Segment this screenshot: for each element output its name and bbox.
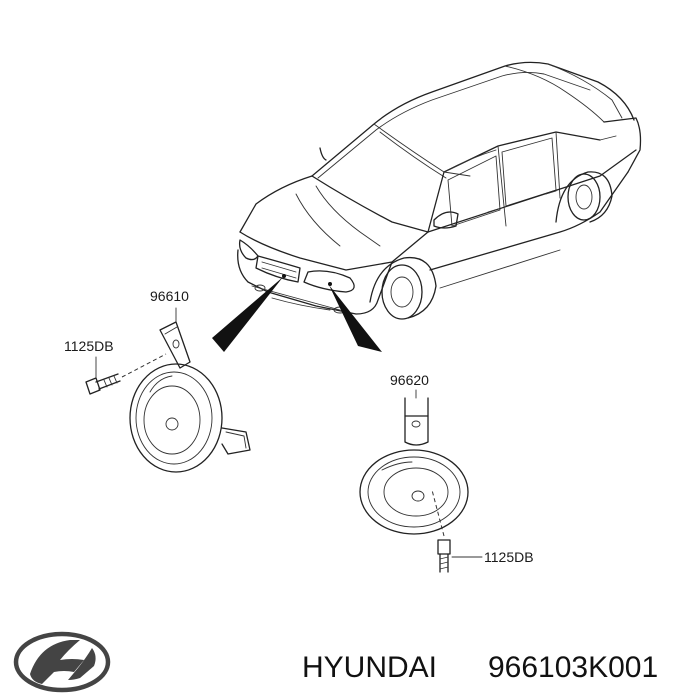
footer-brand: HYUNDAI <box>302 651 437 684</box>
leader-wedge-right <box>329 285 382 352</box>
leader-wedge-left <box>212 277 283 352</box>
callout-label-1125db-right: 1125DB <box>484 549 534 565</box>
car-illustration <box>237 61 642 320</box>
bolt-left-icon <box>85 373 121 395</box>
horn-right-assembly <box>359 397 469 573</box>
hyundai-logo-icon <box>13 631 111 693</box>
bolt-right-icon <box>437 539 451 573</box>
horn-left-assembly <box>85 321 251 473</box>
callout-label-96610: 96610 <box>150 288 189 304</box>
callout-label-1125db-left: 1125DB <box>64 338 114 354</box>
footer-part-number: 966103K001 <box>488 651 658 684</box>
callout-label-96620: 96620 <box>390 372 429 388</box>
